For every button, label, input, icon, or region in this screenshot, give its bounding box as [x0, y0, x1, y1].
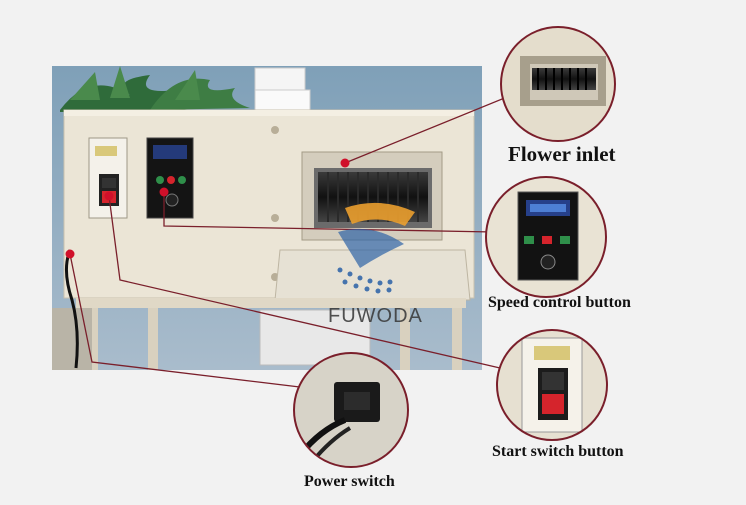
fuwoda-logo: FUWODA: [328, 202, 423, 327]
flower-inlet-label: Flower inlet: [508, 142, 616, 166]
speed-control-label: Speed control button: [488, 294, 631, 311]
plant-leaves: [60, 66, 250, 112]
callout-lines: [69, 94, 513, 389]
machine-photo: [52, 66, 482, 370]
speed-control-zoom: [485, 176, 607, 298]
fuwoda-wordmark: FUWODA: [328, 305, 423, 327]
power-switch-label: Power switch: [304, 473, 395, 490]
callout-dots: [65, 158, 350, 259]
flower-inlet-zoom: [500, 26, 616, 142]
start-switch-zoom: [496, 329, 608, 441]
start-switch-label: Start switch button: [492, 443, 624, 460]
power-switch-zoom: [293, 352, 409, 468]
